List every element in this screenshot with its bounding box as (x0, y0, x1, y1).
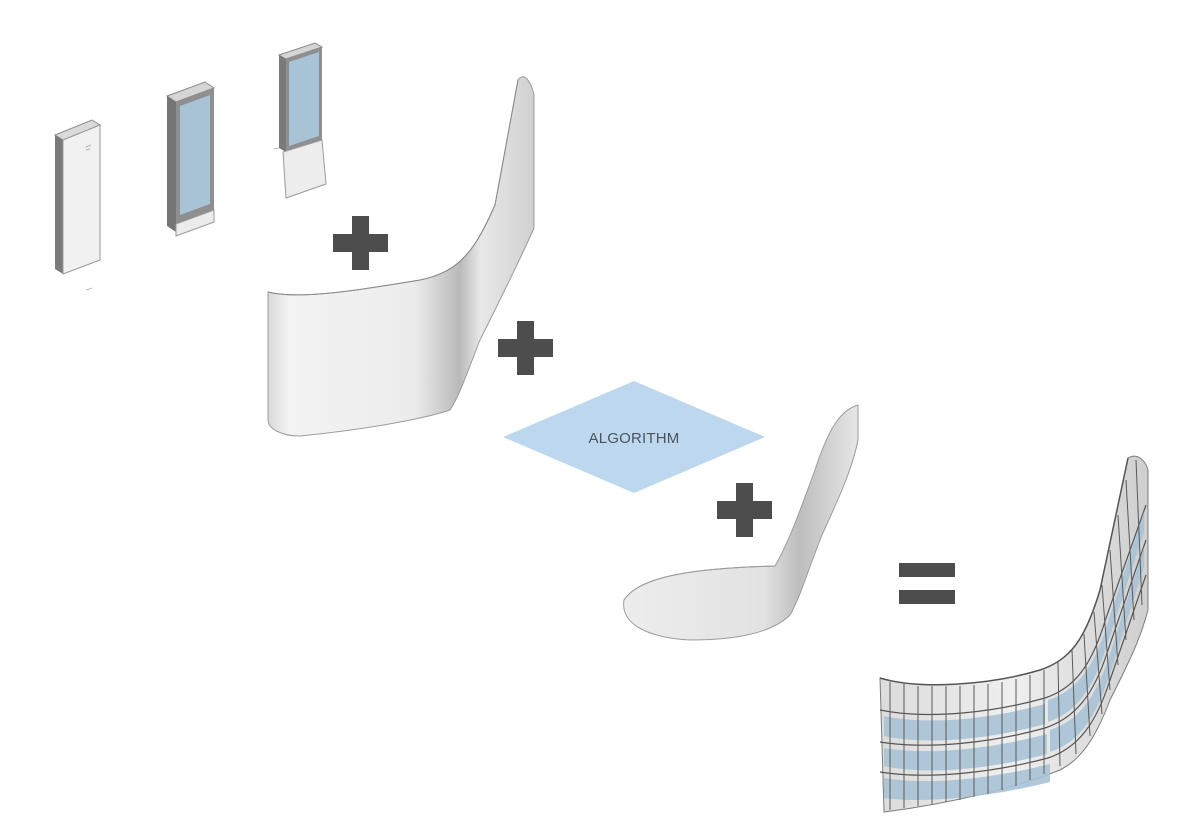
parametric-facade-building-icon (879, 455, 1149, 813)
equals-sign (899, 563, 955, 604)
curved-surface-icon (267, 76, 535, 437)
algorithm-diamond: ALGORITHM (503, 381, 765, 493)
plus-sign-3 (717, 483, 772, 537)
plus-sign-2 (498, 321, 553, 375)
glazed-facade-panel-icon (165, 81, 216, 237)
plus-sign-1 (333, 216, 388, 270)
tilted-glazed-panel-icon (273, 42, 327, 199)
twisted-surface-icon (623, 404, 859, 641)
solid-facade-panel-icon (53, 119, 102, 291)
algorithm-label: ALGORITHM (589, 430, 680, 447)
